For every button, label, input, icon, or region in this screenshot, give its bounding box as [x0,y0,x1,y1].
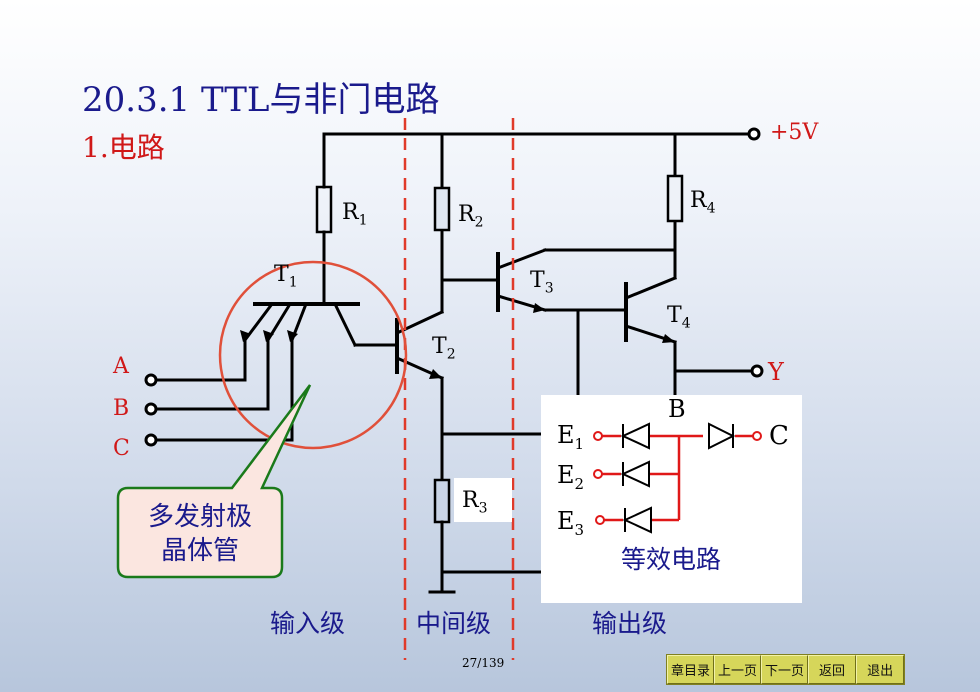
eq-label-c: C [769,421,789,451]
input-label-b: B [113,396,130,421]
diode-e3 [622,506,652,534]
callout-line-1: 多发射极 [147,502,252,532]
slide-navigation: 章目录 上一页 下一页 返回 退出 [666,654,906,685]
resistor-r3 [433,478,451,524]
stage-label-middle: 中间级 [416,609,492,638]
input-terminal-a [144,373,158,387]
arrow-marker [429,369,442,379]
callout-bubble [116,384,312,579]
eq-caption: 等效电路 [621,545,722,574]
nav-chapter-contents-button[interactable]: 章目录 [667,655,715,684]
section-heading: 1.电路 [82,131,165,164]
equivalent-circuit-panel: B C E1 E2 E3 等效电路 [541,395,802,603]
label-t1: T1 [274,262,298,291]
output-label-y: Y [768,358,784,386]
eq-label-e1: E1 [557,421,585,453]
vcc-terminal [747,127,761,141]
resistor-r1 [315,185,333,234]
highlight-circle [218,260,408,450]
label-t2: T2 [432,334,456,363]
label-r4: R4 [690,188,716,217]
diode-bc [708,422,736,450]
callout-text: 多发射极 晶体管 [120,500,280,568]
label-t3: T3 [530,268,554,297]
input-label-a: A [113,354,129,379]
stage-label-input: 输入级 [270,609,346,638]
label-r2: R2 [458,202,484,231]
nav-next-page-button[interactable]: 下一页 [761,655,809,684]
nav-exit-button[interactable]: 退出 [856,655,905,684]
label-t4: T4 [667,303,691,332]
input-label-c: C [113,436,130,461]
resistor-r4 [666,174,684,223]
diode-e2 [620,460,650,488]
eq-label-b: B [668,395,686,423]
resistor-r2 [433,186,451,232]
nav-back-button[interactable]: 返回 [808,655,857,684]
equivalent-circuit-diagram [593,422,762,534]
eq-label-e2: E2 [557,461,585,493]
callout-line-2: 晶体管 [160,536,239,566]
page-number: 27/139 [462,656,505,670]
nav-previous-page-button[interactable]: 上一页 [714,655,762,684]
diode-e1 [620,422,650,450]
output-terminal-y [750,364,764,378]
label-r1: R1 [342,200,368,229]
vcc-label: +5V [770,120,819,145]
input-terminal-b [144,402,158,416]
page-title: 20.3.1 TTL与非门电路 [82,80,440,120]
stage-label-output: 输出级 [592,609,668,638]
arrow-marker [240,330,251,342]
label-r3: R3 [454,478,512,522]
input-terminal-c [144,433,158,447]
eq-label-e3: E3 [557,507,585,539]
